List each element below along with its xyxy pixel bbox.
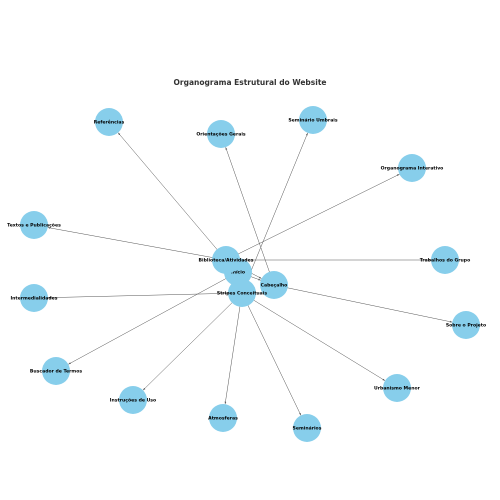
node-circle bbox=[452, 311, 480, 339]
node-urbanismo: Urbanismo Menor bbox=[374, 374, 421, 402]
diagram-title: Organograma Estrutural do Website bbox=[174, 78, 327, 87]
node-stripes: Stripes Conceituais bbox=[217, 279, 267, 307]
node-orientacoes: Orientações Gerais bbox=[196, 120, 246, 148]
node-label: Textos e Publicações bbox=[7, 223, 61, 229]
node-circle bbox=[209, 404, 237, 432]
node-biblioteca: Biblioteca/Atividades bbox=[199, 246, 254, 274]
node-circle bbox=[20, 284, 48, 312]
node-label: Orientações Gerais bbox=[196, 132, 246, 138]
node-circle bbox=[398, 154, 426, 182]
node-label: Seminário Umbrais bbox=[288, 117, 337, 124]
edge-stripes-to-instrucoes bbox=[142, 292, 243, 391]
node-label: Cabeçalho bbox=[261, 283, 288, 289]
node-label: Atmosferas bbox=[208, 416, 238, 422]
node-label: Organograma Interativo bbox=[381, 166, 444, 172]
node-circle bbox=[299, 106, 327, 134]
edge-inicio-to-buscador bbox=[68, 271, 239, 365]
node-seminario-umbrais: Seminário Umbrais bbox=[288, 106, 338, 134]
node-buscador: Buscador de Termos bbox=[30, 357, 82, 385]
node-circle bbox=[260, 271, 288, 299]
node-circle bbox=[228, 279, 256, 307]
node-circle bbox=[20, 211, 48, 239]
node-circle bbox=[119, 386, 147, 414]
edge-biblioteca-to-organograma bbox=[225, 173, 400, 261]
node-label: Referências bbox=[94, 119, 125, 126]
node-circle bbox=[42, 357, 70, 385]
node-referencias: Referências bbox=[94, 108, 125, 136]
node-organograma: Organograma Interativo bbox=[381, 154, 444, 182]
edge-stripes-to-intermedialidades bbox=[47, 292, 243, 299]
edge-cabecalho-to-sobre bbox=[273, 284, 453, 323]
edge-stripes-to-seminarios bbox=[241, 292, 302, 416]
edge-biblioteca-to-referencias bbox=[117, 132, 227, 261]
node-instrucoes: Instruções de Uso bbox=[110, 386, 156, 414]
node-label: Biblioteca/Atividades bbox=[199, 258, 254, 264]
node-atmosferas: Atmosferas bbox=[208, 404, 238, 432]
node-label: Buscador de Termos bbox=[30, 369, 82, 375]
edge-stripes-to-urbanismo bbox=[241, 292, 386, 381]
node-trabalhos: Trabalhos do Grupo bbox=[420, 246, 471, 274]
node-label: Trabalhos do Grupo bbox=[420, 258, 471, 264]
node-circle bbox=[212, 246, 240, 274]
node-circle bbox=[293, 414, 321, 442]
node-circle bbox=[95, 108, 123, 136]
node-label: Sobre o Projeto bbox=[446, 323, 486, 329]
edge-biblioteca-to-textos bbox=[47, 227, 227, 261]
node-label: Urbanismo Menor bbox=[374, 386, 421, 392]
node-cabecalho: Cabeçalho bbox=[260, 271, 288, 299]
edge-cabecalho-to-orientacoes bbox=[225, 147, 275, 286]
node-circle bbox=[431, 246, 459, 274]
node-label: Início bbox=[231, 269, 245, 276]
node-label: Seminários bbox=[293, 425, 322, 432]
node-textos: Textos e Publicações bbox=[7, 211, 61, 239]
node-intermedialidades: Intermedialidades bbox=[10, 284, 58, 312]
edge-stripes-to-seminario-umbrais bbox=[241, 132, 308, 294]
node-sobre: Sobre o Projeto bbox=[446, 311, 486, 339]
node-seminarios: Seminários bbox=[293, 414, 322, 442]
node-label: Instruções de Uso bbox=[110, 398, 156, 404]
node-label: Intermedialidades bbox=[10, 296, 57, 302]
node-circle bbox=[383, 374, 411, 402]
edge-stripes-to-atmosferas bbox=[224, 292, 243, 405]
node-label: Stripes Conceituais bbox=[217, 291, 267, 297]
node-circle bbox=[207, 120, 235, 148]
